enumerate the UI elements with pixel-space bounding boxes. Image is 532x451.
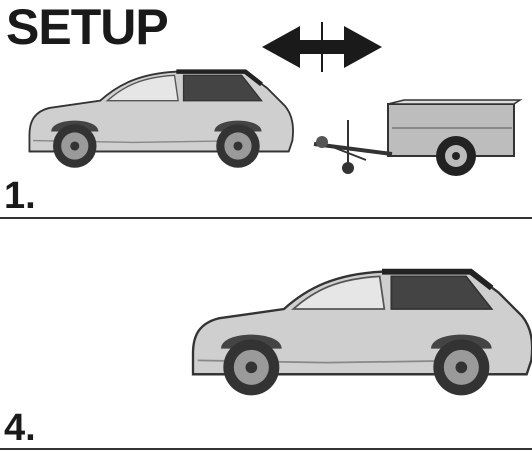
step-4-label: 4. (4, 409, 36, 447)
step-4-divider (0, 448, 532, 450)
car-illustration-small (24, 64, 296, 170)
step-1-label: 1. (4, 177, 36, 215)
trailer-illustration (314, 98, 520, 182)
setup-title: SETUP (6, 2, 168, 52)
car-illustration-large (186, 256, 532, 404)
step-1-divider (0, 217, 532, 219)
